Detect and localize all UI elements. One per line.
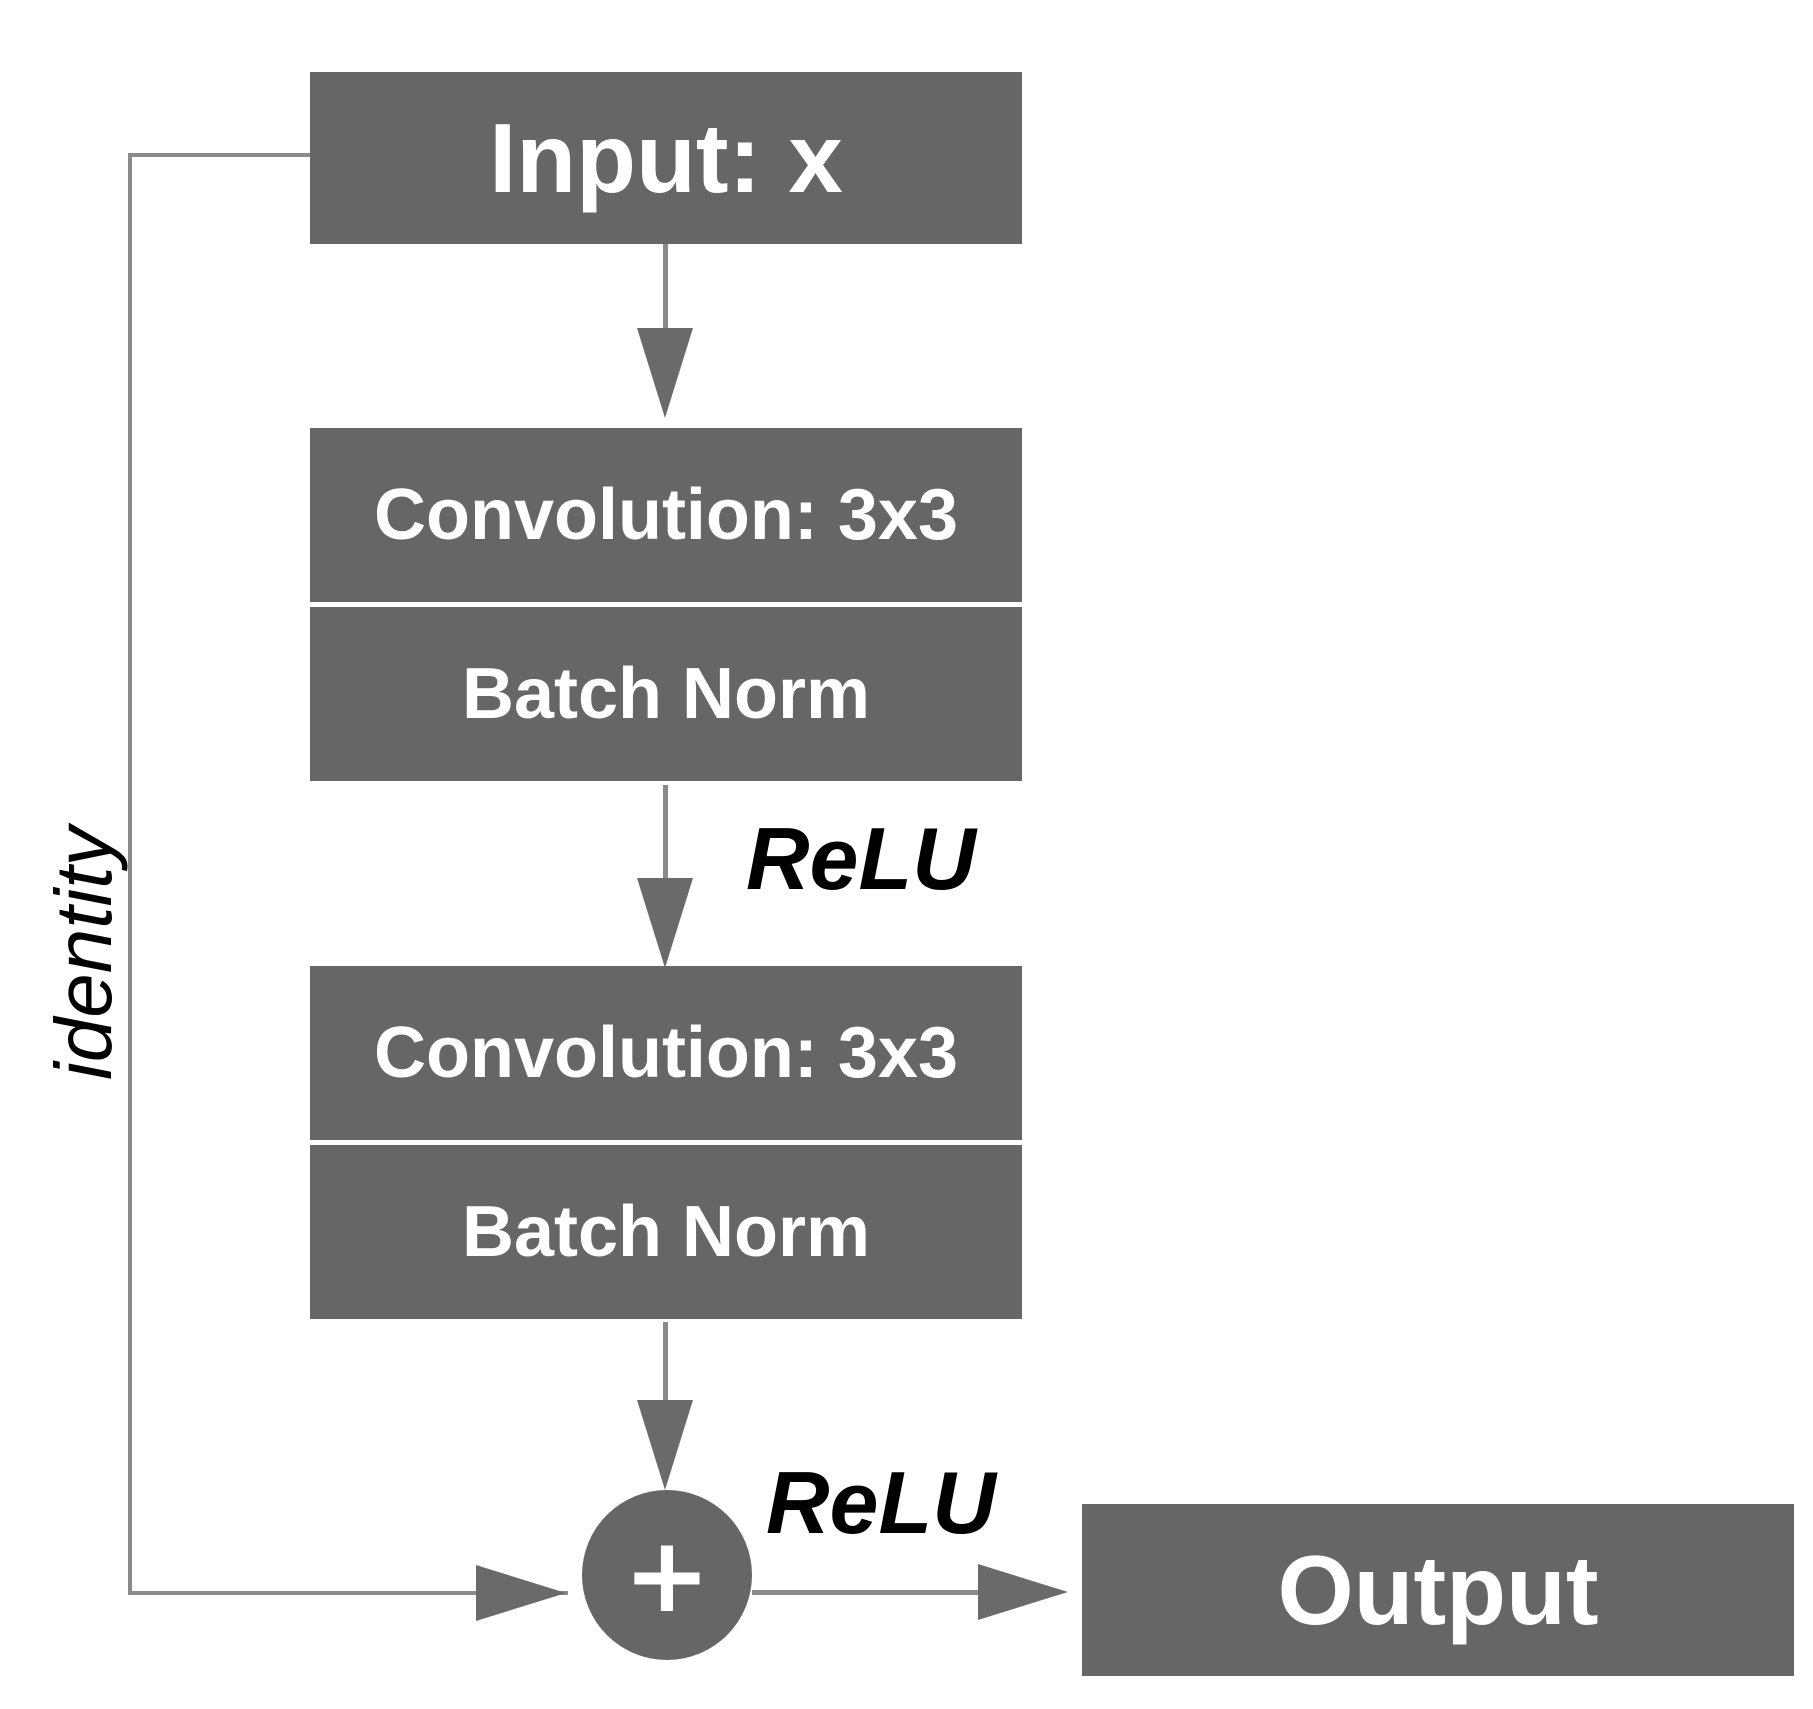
conv1-block-label: Convolution: 3x3 (373, 475, 958, 555)
bn1-block: Batch Norm (310, 607, 1022, 781)
input-block: Input: x (310, 72, 1022, 244)
output-block-label: Output (1277, 1534, 1599, 1645)
bn1-block-label: Batch Norm (461, 654, 871, 734)
bn2-block: Batch Norm (310, 1145, 1022, 1319)
arrow-bn1-to-conv2-head (637, 878, 693, 968)
conv2-block: Convolution: 3x3 (310, 966, 1022, 1140)
relu1-label: ReLU (746, 809, 976, 908)
conv1-block: Convolution: 3x3 (310, 428, 1022, 602)
arrow-sum-to-output-head (978, 1564, 1068, 1620)
relu2-label: ReLU (766, 1453, 996, 1552)
input-block-label: Input: x (489, 102, 843, 213)
arrow-bn1-to-conv2-shaft (663, 785, 668, 885)
arrow-bn2-to-sum-head (637, 1400, 693, 1490)
skip-connection-top (128, 153, 310, 157)
arrow-input-to-conv1-shaft (663, 244, 668, 334)
sum-node: + (582, 1490, 752, 1660)
bn2-block-label: Batch Norm (461, 1192, 871, 1272)
arrow-sum-to-output-shaft (752, 1590, 992, 1595)
identity-label: identity (39, 826, 128, 1080)
skip-arrowhead (476, 1565, 566, 1621)
conv2-block-label: Convolution: 3x3 (373, 1013, 958, 1093)
skip-connection-vertical (128, 153, 132, 1595)
arrow-input-to-conv1-head (637, 328, 693, 418)
arrow-bn2-to-sum-shaft (663, 1322, 668, 1406)
skip-connection-bottom (128, 1591, 568, 1595)
plus-icon: + (623, 1514, 711, 1636)
output-block: Output (1082, 1504, 1794, 1676)
